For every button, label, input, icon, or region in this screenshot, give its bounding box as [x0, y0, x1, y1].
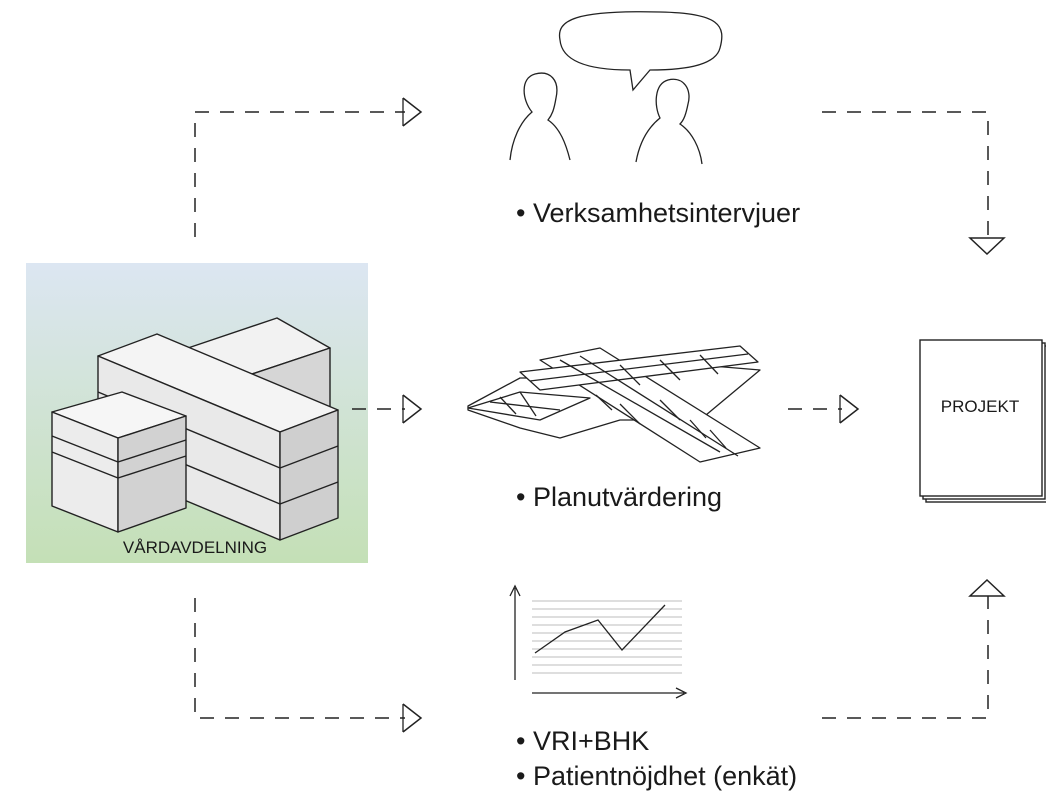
projekt-document-stack [919, 339, 1046, 503]
projekt-document [919, 339, 1043, 497]
arrowhead-up-to-projekt [968, 578, 1006, 597]
hospital-building-icon [51, 317, 339, 541]
survey-label-line1: • VRI+BHK [516, 726, 649, 756]
floor-plan-icon [467, 345, 761, 463]
source-panel: VÅRDAVDELNING [26, 263, 368, 563]
connector-survey-to-projekt [822, 596, 989, 719]
arrowhead-to-plan [402, 394, 423, 424]
arrowhead-down-to-projekt [968, 237, 1006, 256]
interviews-label: • Verksamhetsintervjuer [516, 198, 800, 228]
projekt-label: PROJEKT [941, 397, 1019, 416]
arrowhead-to-interviews [402, 97, 423, 127]
survey-chart-icon [509, 584, 688, 699]
arrowhead-to-survey [402, 703, 423, 733]
interview-people-icon [509, 11, 723, 165]
arrowhead-to-projekt [839, 394, 860, 424]
connector-source-to-interviews [194, 111, 405, 237]
source-label: VÅRDAVDELNING [123, 538, 267, 557]
survey-label-line2: • Patientnöjdhet (enkät) [516, 761, 797, 791]
connector-interviews-to-projekt [822, 111, 989, 237]
plan-evaluation-label: • Planutvärdering [516, 482, 722, 512]
connector-source-to-survey [194, 598, 405, 719]
